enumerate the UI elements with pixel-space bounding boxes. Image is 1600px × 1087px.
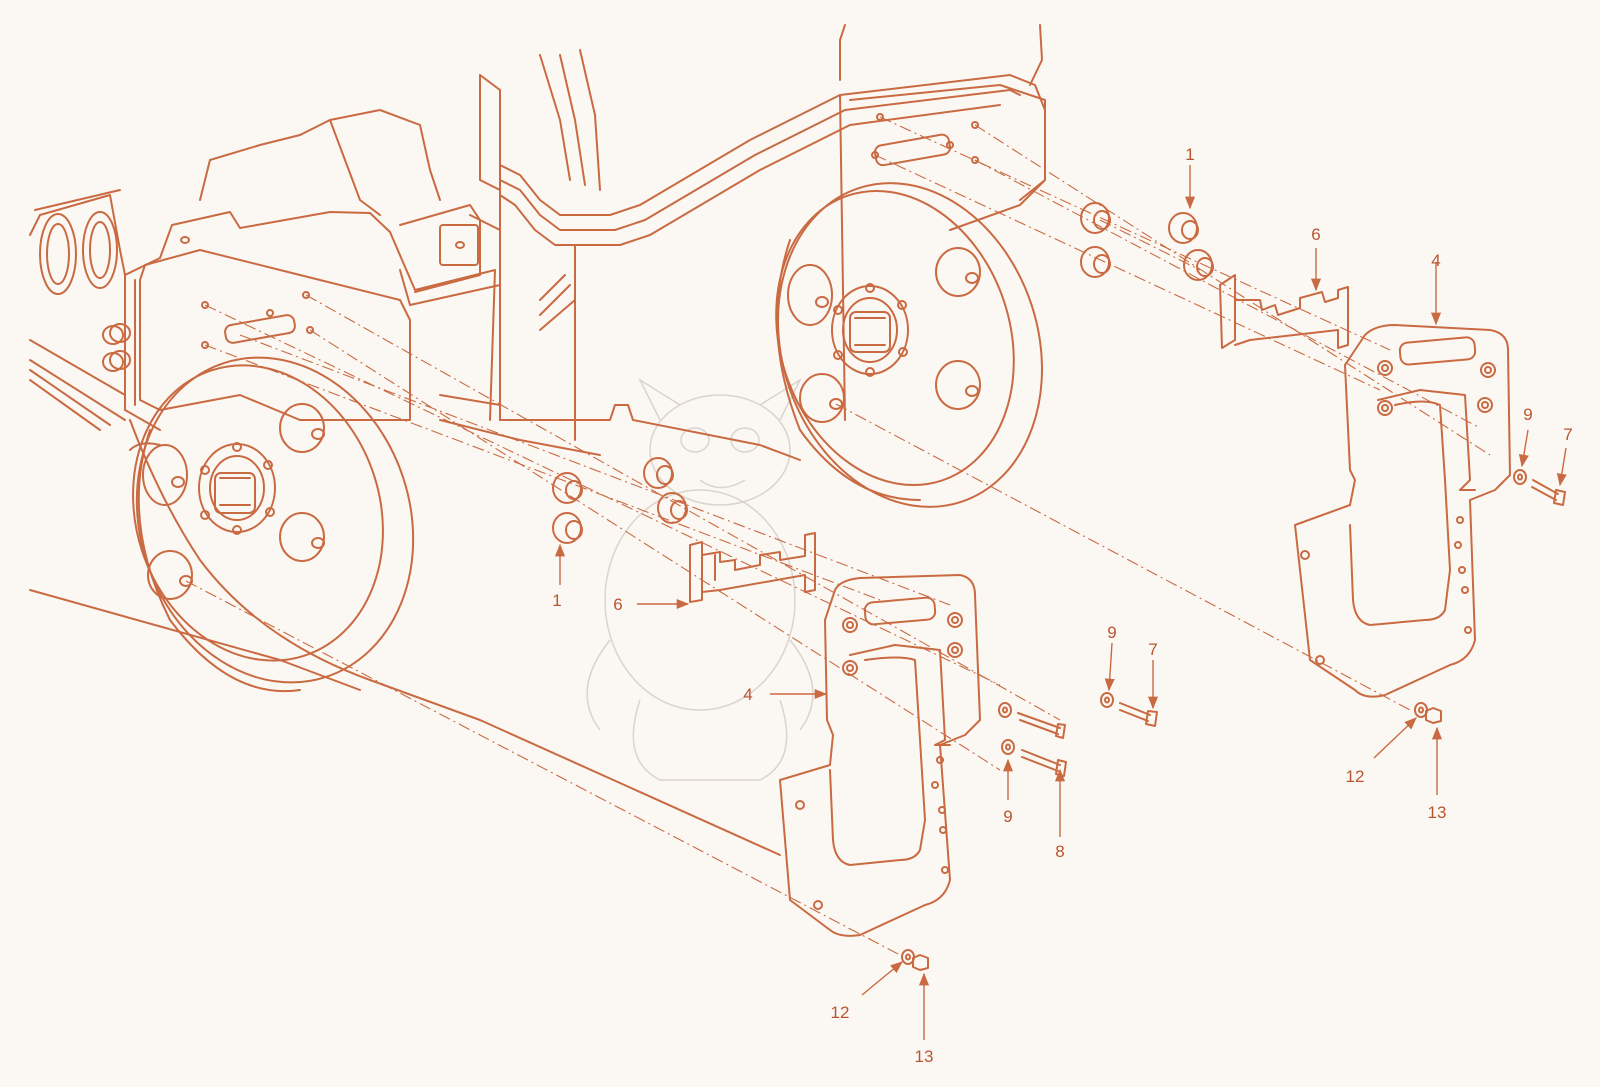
scraper-plate-center [779, 574, 981, 937]
shim-bracket-right [1219, 274, 1349, 349]
callout-9-right: 9 [1523, 405, 1532, 424]
shim-bracket-left [689, 532, 816, 603]
callout-labels: 1 1 6 6 4 4 9 9 9 7 7 8 12 12 13 13 [552, 145, 1572, 1066]
callout-1-right: 1 [1185, 145, 1194, 164]
assembly-lines [185, 116, 1491, 956]
callout-9-upper: 9 [1107, 623, 1116, 642]
scraper-plate-right [1294, 324, 1511, 698]
callout-leaders [554, 165, 1567, 1040]
callout-4-center: 4 [743, 685, 752, 704]
frame-mount-plate-left [201, 291, 314, 349]
callout-9-lower: 9 [1003, 807, 1012, 826]
callout-7-right: 7 [1563, 425, 1572, 444]
callout-6-left: 6 [613, 595, 622, 614]
callout-7-center: 7 [1148, 640, 1157, 659]
machine-frame [29, 24, 1046, 856]
callout-4-right: 4 [1431, 251, 1440, 270]
watermark-mascot [586, 377, 814, 781]
callout-6-right: 6 [1311, 225, 1320, 244]
callout-1-left: 1 [552, 591, 561, 610]
callout-8: 8 [1055, 842, 1064, 861]
frame-mount-plate-right [849, 84, 1046, 231]
rear-drum [775, 182, 1043, 508]
fasteners [901, 469, 1566, 971]
spacers-left [552, 457, 688, 544]
callout-12-center: 12 [831, 1003, 850, 1022]
callout-13-center: 13 [915, 1047, 934, 1066]
front-drum [129, 356, 415, 693]
callout-12-right: 12 [1346, 767, 1365, 786]
callout-13-right: 13 [1428, 803, 1447, 822]
spacers-right [1080, 202, 1214, 281]
